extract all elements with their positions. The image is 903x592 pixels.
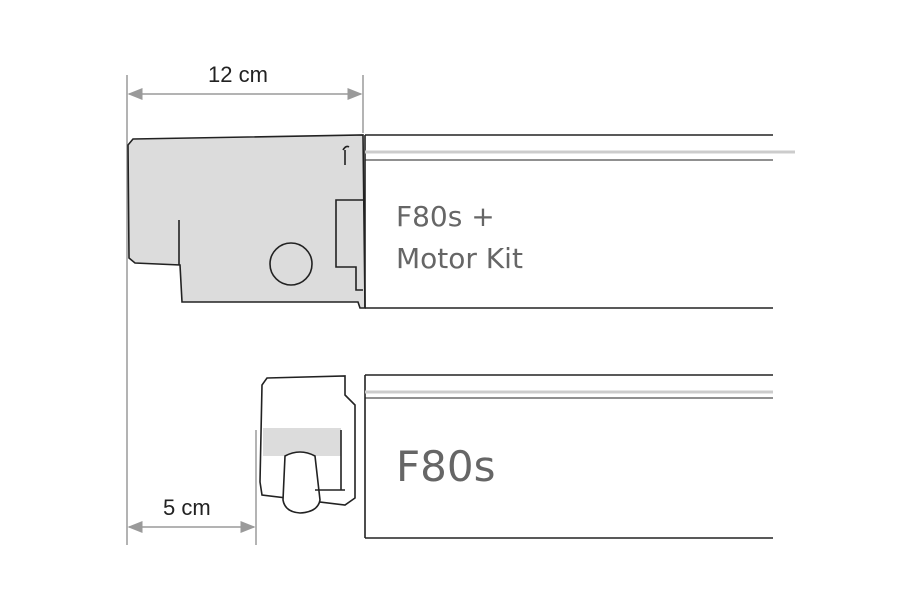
dimension-label-12cm: 12 cm — [208, 62, 268, 87]
product-label-motor-kit-line2: Motor Kit — [396, 242, 523, 275]
dimension-5cm — [127, 430, 257, 545]
product-label-f80s: F80s — [396, 442, 496, 491]
dimension-label-5cm: 5 cm — [163, 495, 211, 520]
motor-kit-housing — [127, 134, 366, 309]
dimension-12cm — [126, 75, 364, 545]
product-label-motor-kit-line1: F80s + — [396, 200, 495, 233]
bottom-cassette — [364, 374, 773, 539]
standard-end-cap — [259, 375, 356, 514]
top-cassette — [364, 134, 795, 309]
